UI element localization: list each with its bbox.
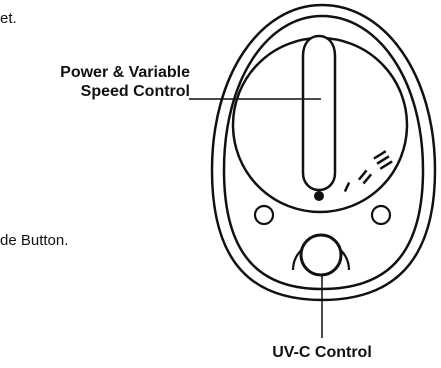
uvc-control-label: UV-C Control — [272, 344, 372, 361]
speed-mark-1 — [343, 181, 351, 193]
text-fragment-middle: de Button. — [0, 232, 69, 249]
right-indicator-light — [370, 204, 392, 226]
power-label-line-2: Speed Control — [80, 83, 190, 100]
speed-mark-2 — [357, 169, 373, 185]
text-fragment-top: et. — [0, 10, 17, 27]
dial-indicator-dot — [314, 191, 324, 201]
dial-knob-slot[interactable] — [301, 34, 337, 192]
left-indicator-light — [253, 204, 275, 226]
speed-mark-3 — [373, 150, 393, 170]
power-speed-control-label: Power & Variable Speed Control — [60, 63, 190, 101]
power-label-line-1: Power & Variable — [60, 64, 190, 81]
uvc-control-button[interactable] — [299, 233, 343, 277]
